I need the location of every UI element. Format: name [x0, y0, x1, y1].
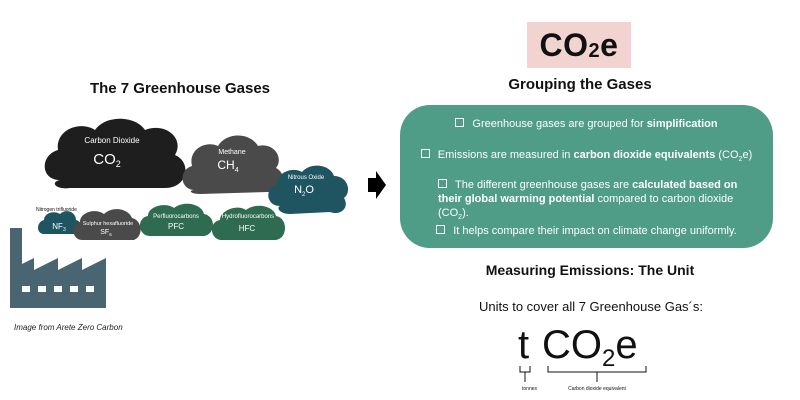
cloud-pfc-formula: PFC: [168, 222, 184, 231]
checkbox-icon: [420, 149, 430, 158]
measuring-title: Measuring Emissions: The Unit: [485, 262, 695, 278]
cloud-ch4: Methane CH4: [182, 135, 283, 194]
bullet-simplification: Greenhouse gases are grouped for simplif…: [400, 117, 773, 131]
cloud-sf6-formula: SF6: [100, 229, 112, 237]
greenhouse-gases-diagram: Carbon Dioxide CO2 Methane CH4 Nitrous O…: [10, 118, 349, 308]
formula-co2e-label: Carbon dioxide equivalent: [568, 386, 626, 392]
cloud-nf3-formula: NF3: [52, 222, 66, 233]
tco2e-formula: t CO2e tonnes Carbon dioxide equivalent: [518, 323, 647, 392]
cloud-n2o-formula: N2O: [294, 184, 314, 198]
bullet-global-warming-potential: The different greenhouse gases are calcu…: [438, 179, 738, 222]
cloud-pfc-name: Perfluorocarbons: [153, 214, 199, 220]
units-description: Units to cover all 7 Greenhouse Gas´s:: [479, 299, 703, 314]
cloud-n2o: Nitrous Oxide N2O: [268, 165, 349, 214]
right-arrow-icon: [368, 171, 386, 199]
cloud-hfc: Hydrofluorocarbons HFC: [211, 205, 285, 240]
cloud-nf3-name: Nitrogen trifluoride: [36, 207, 77, 213]
bullet-co2-equivalents: Emissions are measured in carbon dioxide…: [400, 148, 773, 167]
left-title: The 7 Greenhouse Gases: [89, 80, 271, 97]
image-credit-caption: Image from Arete Zero Carbon: [14, 323, 123, 332]
bullet-compare-impact: It helps compare their impact on climate…: [400, 224, 773, 238]
cloud-hfc-formula: HFC: [239, 224, 256, 233]
formula-co2e: CO2e: [542, 323, 638, 372]
cloud-sf6: Sulphur hexafluoride SF6: [73, 209, 141, 240]
grouping-panel: Greenhouse gases are grouped for simplif…: [400, 105, 773, 248]
formula-t: t: [518, 323, 529, 367]
cloud-n2o-name: Nitrous Oxide: [288, 175, 325, 181]
checkbox-icon: [438, 179, 447, 188]
checkbox-icon: [436, 225, 446, 234]
checkbox-icon: [455, 118, 465, 127]
cloud-co2-name: Carbon Dioxide: [84, 136, 140, 145]
formula-brackets: [519, 366, 647, 382]
cloud-ch4-formula: CH4: [217, 158, 238, 174]
cloud-pfc: Perfluorocarbons PFC: [139, 203, 213, 236]
cloud-sf6-name: Sulphur hexafluoride: [83, 221, 133, 227]
cloud-co2-formula: CO2: [93, 151, 121, 169]
formula-tonnes-label: tonnes: [522, 386, 538, 392]
factory-icon: [10, 228, 106, 308]
cloud-ch4-name: Methane: [218, 149, 245, 156]
cloud-hfc-name: Hydrofluorocarbons: [222, 214, 274, 220]
cloud-co2: Carbon Dioxide CO2: [44, 118, 186, 189]
cloud-nf3: Nitrogen trifluoride NF3: [36, 207, 82, 234]
grouping-title: Grouping the Gases: [508, 76, 652, 93]
